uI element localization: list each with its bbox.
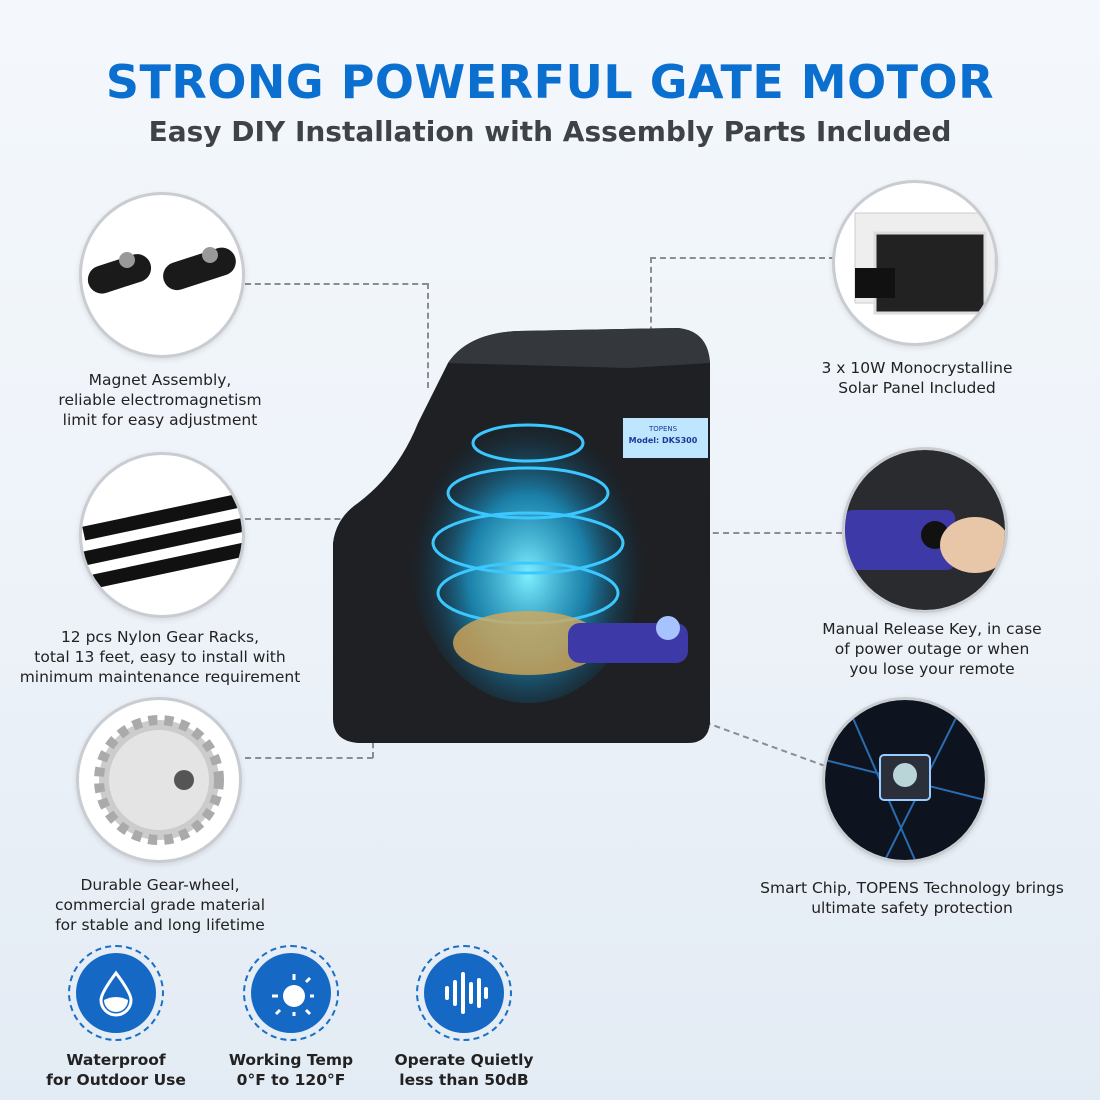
page-title: STRONG POWERFUL GATE MOTOR [105, 55, 995, 109]
caption-line: Waterproof [66, 1051, 166, 1069]
smart-chip-caption: Smart Chip, TOPENS Technology brings ulti… [742, 878, 1082, 918]
caption-line: minimum maintenance requirement [19, 668, 301, 686]
page-subtitle: Easy DIY Installation with Assembly Part… [148, 115, 952, 148]
temperature-caption: Working Temp 0°F to 120°F [201, 1050, 381, 1090]
caption-line: of power outage or when [834, 640, 1030, 658]
connector-line [682, 532, 842, 534]
magnet-assembly-image [79, 192, 245, 358]
release-key-caption: Manual Release Key, in case of power outa… [772, 619, 1092, 679]
magnet-caption: Magnet Assembly, reliable electromagnetis… [0, 370, 320, 430]
connector-line [245, 518, 400, 520]
caption-line: 3 x 10W Monocrystalline [821, 359, 1013, 377]
product-model-text: Model: DKS300 [629, 436, 698, 445]
waterproof-caption: Waterproof for Outdoor Use [26, 1050, 206, 1090]
caption-line: you lose your remote [849, 660, 1015, 678]
temperature-icon [272, 974, 314, 1016]
connector-line [245, 283, 428, 285]
connector-line [245, 757, 373, 759]
caption-line: ultimate safety protection [811, 899, 1013, 917]
connector-line [427, 283, 429, 388]
solar-panel-image [832, 180, 998, 346]
caption-line: Durable Gear-wheel, [80, 876, 240, 894]
caption-line: Manual Release Key, in case [822, 620, 1042, 638]
caption-line: commercial grade material [54, 896, 266, 914]
caption-line: limit for easy adjustment [62, 411, 258, 429]
caption-line: for Outdoor Use [46, 1071, 186, 1089]
sound-wave-icon [445, 972, 488, 1014]
caption-line: less than 50dB [399, 1071, 529, 1089]
gear-racks-caption: 12 pcs Nylon Gear Racks, total 13 feet, e… [0, 627, 320, 687]
release-key-image [842, 447, 1008, 613]
caption-line: 12 pcs Nylon Gear Racks, [60, 628, 260, 646]
caption-line: for stable and long lifetime [55, 916, 265, 934]
caption-line: Magnet Assembly, [88, 371, 232, 389]
gear-wheel-caption: Durable Gear-wheel, commercial grade mate… [0, 875, 320, 935]
caption-line: Operate Quietly [394, 1051, 534, 1069]
temperature-badge [243, 945, 339, 1041]
caption-line: reliable electromagnetism [58, 391, 262, 409]
caption-line: 0°F to 120°F [236, 1071, 346, 1089]
quiet-caption: Operate Quietly less than 50dB [374, 1050, 554, 1090]
connector-line [650, 257, 835, 259]
gate-motor-image: TOPENS Model: DKS300 [328, 323, 712, 747]
product-brand-text: TOPENS [648, 425, 678, 433]
waterproof-badge [68, 945, 164, 1041]
gear-wheel-image [76, 697, 242, 863]
gear-racks-image [79, 452, 245, 618]
caption-line: Solar Panel Included [838, 379, 996, 397]
quiet-badge [416, 945, 512, 1041]
smart-chip-image [822, 697, 988, 863]
caption-line: total 13 feet, easy to install with [34, 648, 286, 666]
caption-line: Working Temp [228, 1051, 354, 1069]
water-drop-icon [99, 970, 133, 1017]
caption-line: Smart Chip, TOPENS Technology brings [760, 879, 1064, 897]
